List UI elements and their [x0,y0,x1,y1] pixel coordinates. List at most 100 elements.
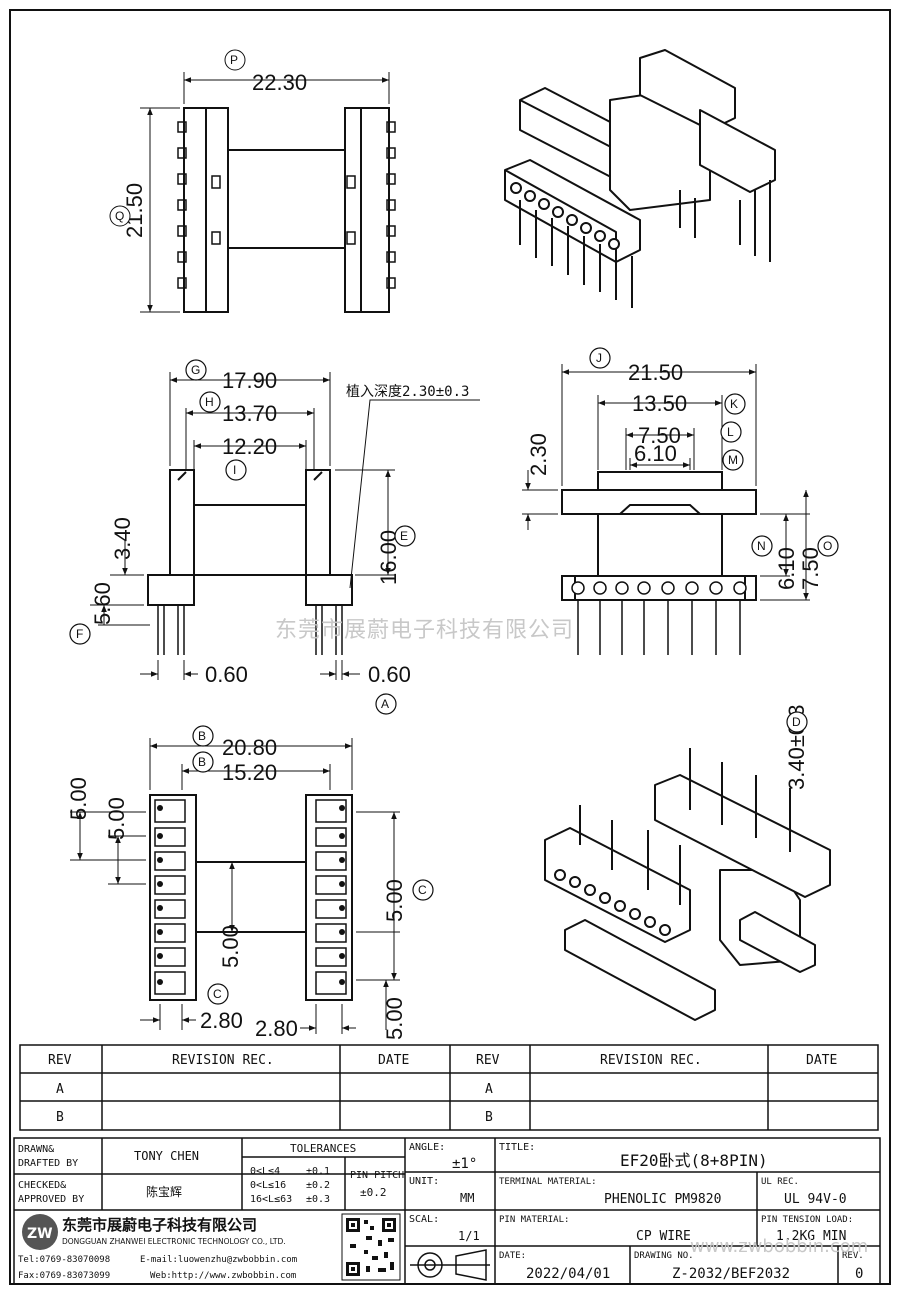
dim-13-50: 13.50 [632,391,687,416]
angle-value: ±1° [452,1156,477,1172]
drawing-title: EF20卧式(8+8PIN) [620,1151,768,1170]
company-name-cn: 东莞市展蔚电子科技有限公司 [62,1216,257,1234]
tolerances-label: TOLERANCES [290,1142,356,1155]
drawn-label-2: DRAFTED BY [18,1158,78,1169]
checked-label-2: APPROVED BY [18,1194,84,1205]
rev-header-2: REV [476,1053,500,1068]
bottom-balloons [192,725,434,1005]
tol-value-2: ±0.2 [306,1180,330,1191]
date-header-1: DATE [378,1053,409,1068]
dim-17-90: 17.90 [222,368,277,393]
balloon-g: G [191,363,200,377]
drawn-by-value: TONY CHEN [134,1149,199,1163]
date-label: DATE: [499,1251,526,1261]
dim-6-10: 6.10 [634,441,677,466]
angle-label: ANGLE: [409,1142,445,1153]
rev-header-1: REV [48,1053,72,1068]
balloon-b-2: B [198,755,206,769]
balloon-n: N [757,539,766,553]
tol-value-3: ±0.3 [306,1194,330,1205]
drawing-no-label: DRAWING NO. [634,1251,694,1261]
watermark-url: www.zwbobbin.com [690,1236,869,1257]
dim-6-10-vertical: 6.10 [774,547,799,590]
tol-range-1: 0<L≤4 [250,1166,280,1177]
rev-label: REV. [842,1251,864,1261]
company-web: Web:http://www.zwbobbin.com [150,1271,296,1281]
rev-row-b-right: B [485,1110,493,1125]
qr-code [341,1213,401,1281]
rev-row-b-left: B [56,1110,64,1125]
balloon-b: B [198,729,206,743]
dim-2-80-left: 2.80 [200,1008,243,1033]
balloon-j: J [596,351,602,365]
front-view [90,372,480,680]
dim-7-50-vertical: 7.50 [798,547,823,590]
revision-rec-header-2: REVISION REC. [600,1053,702,1068]
ul-rec-value: UL 94V-0 [784,1192,847,1207]
balloon-a: A [381,697,389,711]
dim-5-00-e: 5.00 [382,997,407,1040]
ul-rec-label: UL REC. [761,1177,799,1187]
side-view [522,364,810,655]
balloon-m: M [728,453,738,467]
pin-pitch-label: PIN PITCH [350,1170,404,1181]
tol-range-3: 16<L≤63 [250,1194,292,1205]
company-logo: ZW [22,1214,58,1250]
scal-value: 1/1 [458,1229,480,1243]
terminal-material-value: PHENOLIC PM9820 [604,1192,721,1207]
balloon-e: E [400,529,408,543]
balloon-p-label: P [230,53,238,67]
insertion-depth-note: 植入深度2.30±0.3 [346,384,469,400]
dim-5-60: 5.60 [90,582,115,625]
dim-5-00-c: 5.00 [382,879,407,922]
drawn-label-1: DRAWN& [18,1144,54,1155]
balloon-p [224,49,246,71]
balloon-l: L [727,425,734,439]
dim-3-40: 3.40 [110,517,135,560]
company-email: E-mail:luowenzhu@zwbobbin.com [140,1255,297,1265]
rev-value: 0 [855,1266,863,1282]
pin-tension-value: 1.2KG MIN [776,1229,846,1244]
dim-top-width: 22.30 [252,70,307,95]
dim-0-60-right: 0.60 [368,662,411,687]
isometric-view-top [504,49,776,308]
dim-2-30: 2.30 [526,433,551,476]
side-balloons [589,347,839,733]
unit-label: UNIT: [409,1176,439,1187]
logo-text: ZW [27,1226,53,1242]
balloon-q-label: Q [115,209,124,223]
isometric-view-bottom [544,748,831,1021]
title-block [13,1137,881,1285]
checked-label-1: CHECKED& [18,1180,66,1191]
dim-21-50: 21.50 [628,360,683,385]
dim-7-50: 7.50 [638,423,681,448]
unit-value: MM [460,1191,474,1205]
tol-value-1: ±0.1 [306,1166,330,1177]
company-fax: Fax:0769-83073099 [18,1271,110,1281]
balloon-q [109,205,131,227]
tol-range-2: 0<L≤16 [250,1180,286,1191]
revision-table [19,1044,879,1131]
balloon-i: I [233,463,236,477]
dim-0-60-left: 0.60 [205,662,248,687]
balloon-c: C [418,883,427,897]
dim-5-00-b: 5.00 [104,797,129,840]
front-balloons [69,359,416,715]
balloon-k: K [730,397,738,411]
dim-12-20: 12.20 [222,434,277,459]
dim-20-80: 20.80 [222,735,277,760]
pin-material-label: PIN MATERIAL: [499,1215,569,1225]
company-tel: Tel:0769-83070098 [18,1255,110,1265]
revision-rec-header-1: REVISION REC. [172,1053,274,1068]
dim-2-80-right: 2.80 [255,1016,298,1041]
rev-row-a-left: A [56,1082,64,1097]
top-view [140,72,396,313]
balloon-f: F [76,627,83,641]
scal-label: SCAL: [409,1214,439,1225]
date-header-2: DATE [806,1053,837,1068]
balloon-o: O [823,539,832,553]
company-name-en: DONGGUAN ZHANWEI ELECTRONIC TECHNOLOGY C… [62,1237,286,1246]
bottom-view [70,738,400,1034]
